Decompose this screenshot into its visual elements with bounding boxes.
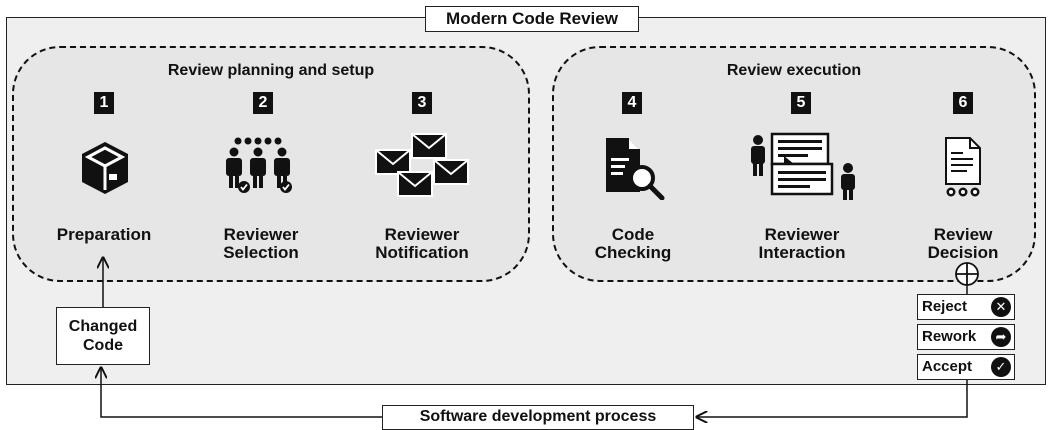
changed-code-line2: Code — [83, 337, 123, 354]
group-title-planning: Review planning and setup — [167, 62, 375, 79]
step-5-line2: Interaction — [758, 243, 846, 262]
document-search-icon — [606, 138, 665, 200]
decision-accept-label: Accept — [922, 358, 973, 375]
step-number-2: 2 — [253, 92, 273, 114]
step-label-code-checking: Code Checking — [553, 226, 713, 262]
step-number-5: 5 — [791, 92, 811, 114]
group-title-execution: Review execution — [726, 62, 862, 79]
reviewers-icon — [226, 137, 292, 193]
decision-document-icon — [945, 137, 981, 197]
step-label-preparation: Preparation — [24, 226, 184, 244]
step-2-line1: Reviewer — [223, 225, 299, 244]
step-3-line1: Reviewer — [384, 225, 460, 244]
changed-code-line1: Changed — [68, 318, 138, 335]
changed-code-box: Changed Code — [56, 307, 150, 365]
decision-reject-label: Reject — [922, 298, 968, 315]
step-4-line1: Code — [611, 225, 655, 244]
package-icon — [82, 142, 128, 194]
decision-reject: Reject ✕ — [917, 294, 1015, 320]
decision-rework: Rework ➦ — [917, 324, 1015, 350]
step-number-4: 4 — [622, 92, 642, 114]
step-label-reviewer-selection: Reviewer Selection — [181, 226, 341, 262]
conversation-icon — [751, 132, 855, 200]
accept-icon: ✓ — [991, 357, 1011, 377]
step-1-line1: Preparation — [56, 225, 152, 244]
rework-icon: ➦ — [991, 327, 1011, 347]
step-5-line1: Reviewer — [764, 225, 840, 244]
diagram-title: Modern Code Review — [425, 6, 639, 32]
step-6-line1: Review — [933, 225, 993, 244]
step-label-review-decision: Review Decision — [883, 226, 1043, 262]
step-6-line2: Decision — [927, 243, 999, 262]
decision-accept: Accept ✓ — [917, 354, 1015, 380]
reject-icon: ✕ — [991, 297, 1011, 317]
step-2-line2: Selection — [223, 243, 299, 262]
step-number-6: 6 — [953, 92, 973, 114]
step-4-line2: Checking — [594, 243, 672, 262]
step-label-reviewer-interaction: Reviewer Interaction — [722, 226, 882, 262]
step-label-reviewer-notification: Reviewer Notification — [342, 226, 502, 262]
software-development-process-box: Software development process — [382, 405, 694, 430]
step-number-1: 1 — [94, 92, 114, 114]
envelopes-icon — [375, 133, 469, 197]
step-number-3: 3 — [412, 92, 432, 114]
step-3-line2: Notification — [375, 243, 469, 262]
decision-rework-label: Rework — [922, 328, 977, 345]
